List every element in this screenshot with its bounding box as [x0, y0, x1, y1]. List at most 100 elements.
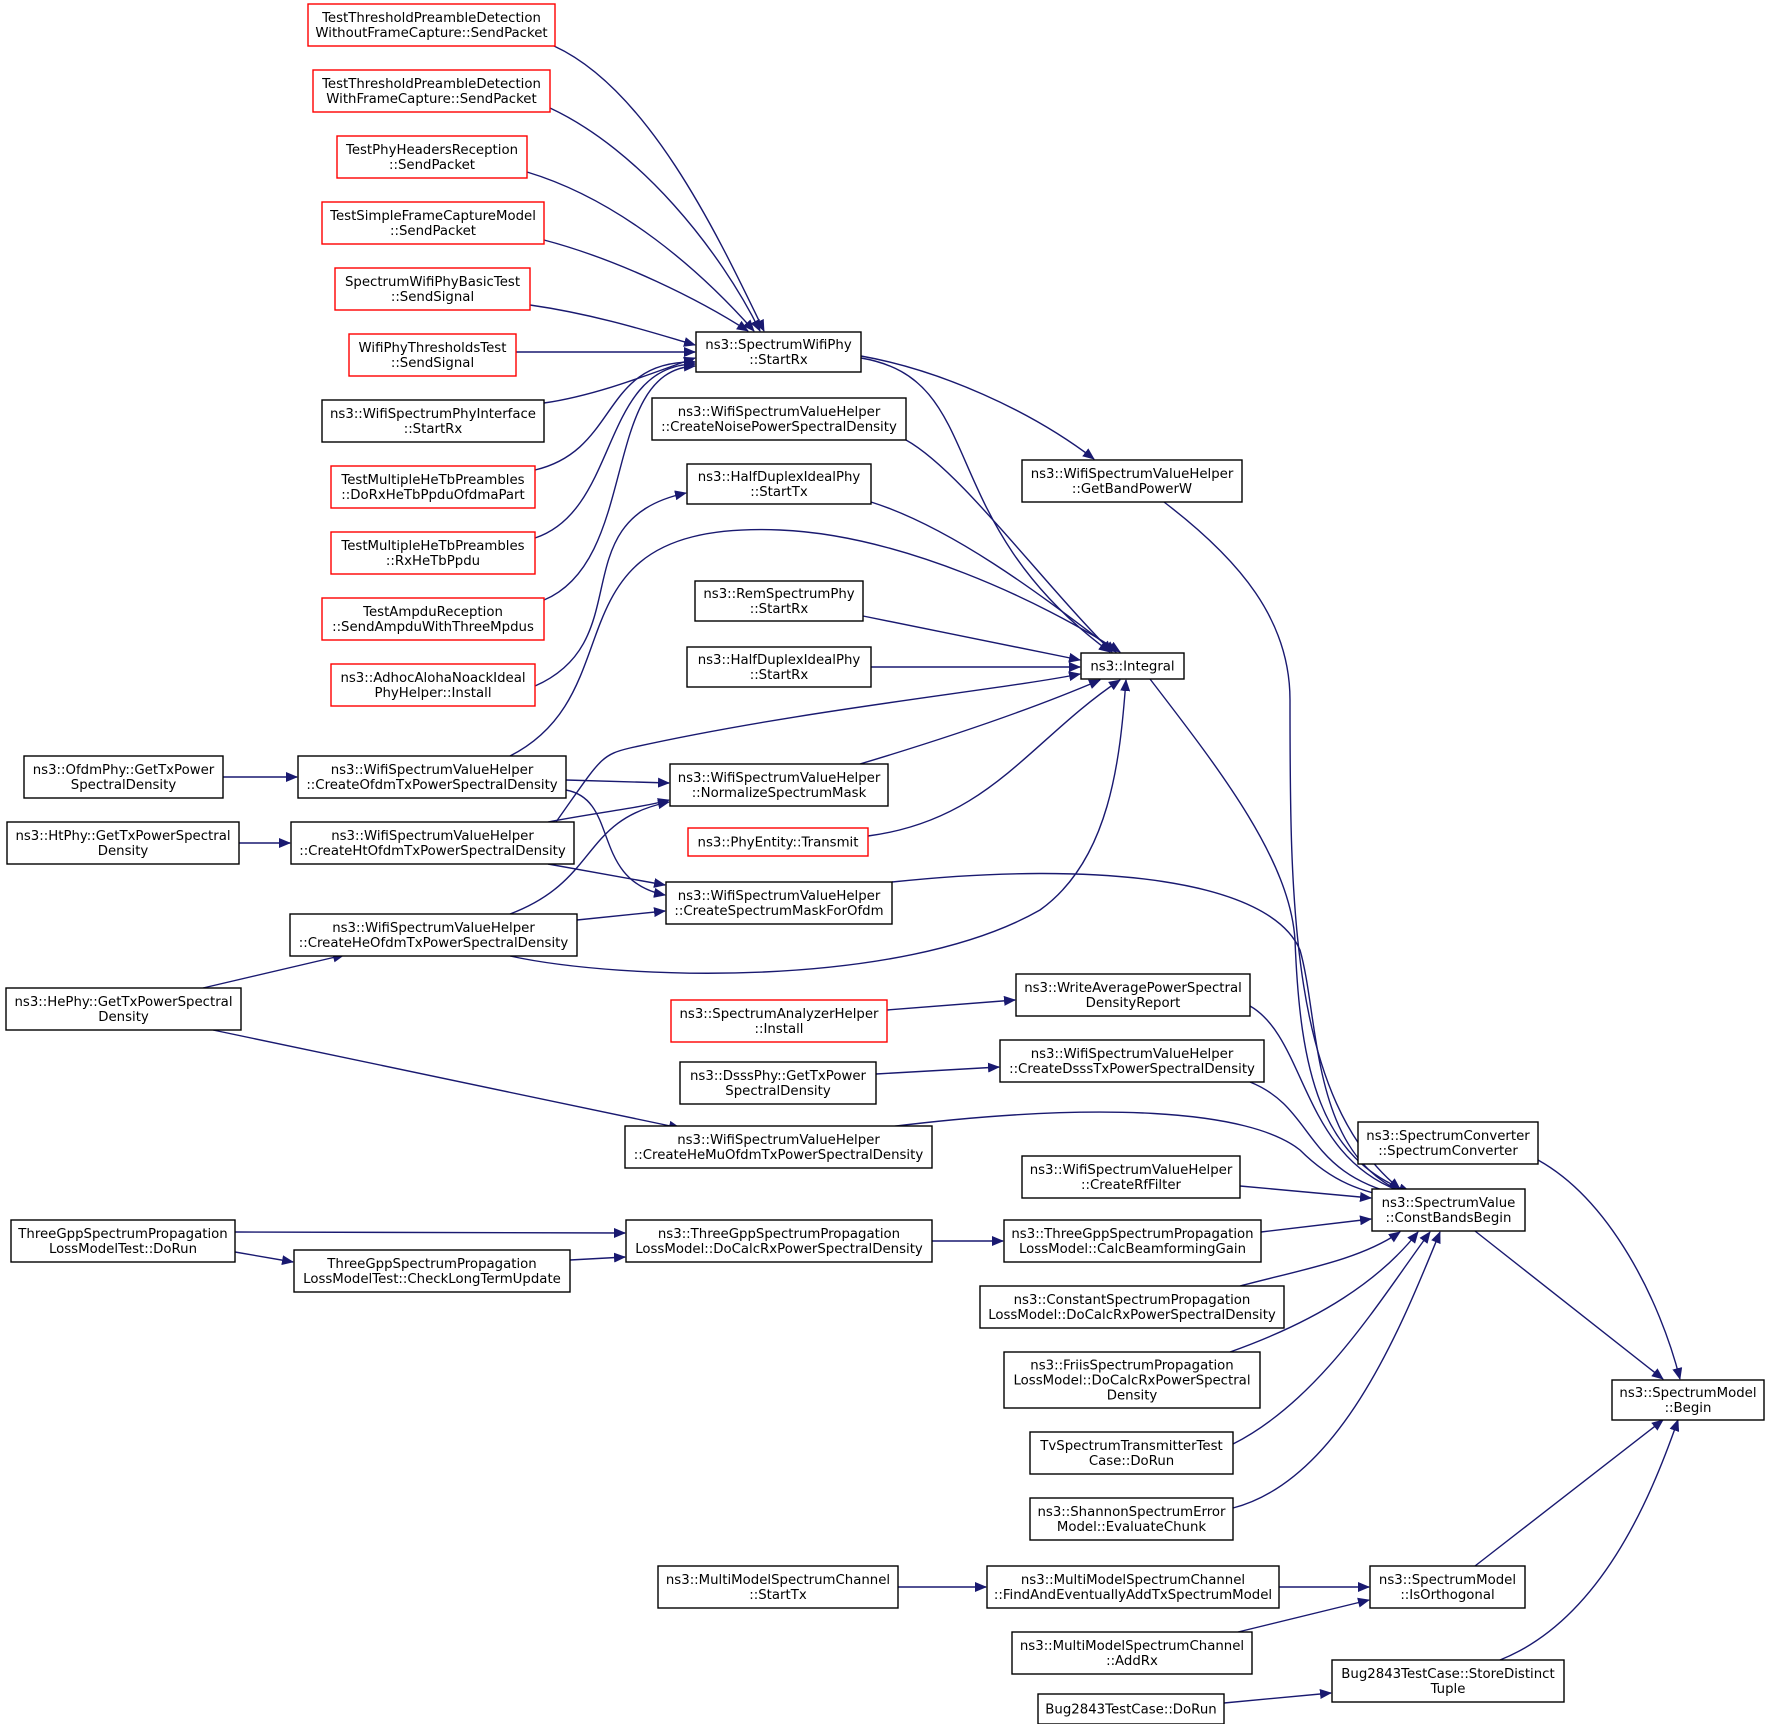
edge-line: [1474, 1230, 1664, 1380]
node-threegppspectrumpropagationlossmodeltest-dorun[interactable]: ThreeGppSpectrumPropagationLossModelTest…: [10, 1219, 236, 1263]
node-ns3-wifispectrumvaluehelper-createdssstxpowerspectraldensity[interactable]: ns3::WifiSpectrumValueHelper::CreateDsss…: [999, 1039, 1265, 1083]
node-ns3-writeaveragepowerspectraldensityreport[interactable]: ns3::WriteAveragePowerSpectralDensityRep…: [1015, 973, 1251, 1017]
node-bug2843testcase-dorun[interactable]: Bug2843TestCase::DoRun: [1037, 1693, 1225, 1724]
node-testthresholdpreambledetectionwithframecapture-sendpacket[interactable]: TestThresholdPreambleDetectionWithFrameC…: [312, 69, 551, 113]
node-label-line: ::CreateDsssTxPowerSpectralDensity: [1009, 1062, 1255, 1077]
node-ns3-multimodelspectrumchannel-starttx[interactable]: ns3::MultiModelSpectrumChannel::StartTx: [657, 1565, 899, 1609]
node-spectrumwifiphybasictest-sendsignal[interactable]: SpectrumWifiPhyBasicTest::SendSignal: [334, 267, 531, 311]
node-box: [669, 763, 889, 807]
node-ns3-spectrummodel-begin[interactable]: ns3::SpectrumModel::Begin: [1611, 1379, 1765, 1421]
node-ns3-adhocalohanoackidealphyhelper-install[interactable]: ns3::AdhocAlohaNoackIdealPhyHelper::Inst…: [330, 663, 536, 707]
edge-line: [1260, 1215, 1372, 1233]
node-label-line: ns3::WifiSpectrumValueHelper: [678, 771, 881, 786]
node-label-line: ns3::Integral: [1090, 660, 1174, 675]
node-box: [625, 1219, 933, 1263]
edge-n48-to-n41: [1499, 1419, 1680, 1661]
node-testmultiplehetbpreambles-rxhetbppdu[interactable]: TestMultipleHeTbPreambles::RxHeTbPpdu: [330, 531, 536, 575]
node-ns3-halfduplexidealphy-startrx[interactable]: ns3::HalfDuplexIdealPhy::StartRx: [686, 646, 872, 688]
node-ns3-wifispectrumvaluehelper-getbandpowerw[interactable]: ns3::WifiSpectrumValueHelper::GetBandPow…: [1021, 459, 1243, 503]
node-ns3-multimodelspectrumchannel-addrx[interactable]: ns3::MultiModelSpectrumChannel::AddRx: [1011, 1631, 1253, 1675]
node-label-line: ns3::SpectrumAnalyzerHelper: [679, 1007, 879, 1022]
node-ns3-multimodelspectrumchannel-findandeventuallyaddtxspectrummodel[interactable]: ns3::MultiModelSpectrumChannel::FindAndE…: [986, 1565, 1280, 1609]
node-label-line: ns3::HalfDuplexIdealPhy: [698, 653, 861, 668]
node-label-line: ns3::HalfDuplexIdealPhy: [698, 470, 861, 485]
node-ns3-friisspectrumpropagationlossmodel-docalcrxpowerspectraldensity[interactable]: ns3::FriisSpectrumPropagationLossModel::…: [1003, 1351, 1261, 1409]
node-ns3-wifispectrumphyinterface-startrx[interactable]: ns3::WifiSpectrumPhyInterface::StartRx: [321, 399, 545, 443]
edge-n34-to-n41: [1474, 1230, 1664, 1380]
node-ns3-integral[interactable]: ns3::Integral: [1080, 652, 1185, 680]
edge-n38-to-n36: [569, 1252, 626, 1263]
node-label-line: LossModel::DoCalcRxPowerSpectral: [1013, 1374, 1250, 1389]
node-label-line: ns3::ShannonSpectrumError: [1037, 1505, 1226, 1520]
edge-line: [565, 777, 670, 788]
node-testphyheadersreception-sendpacket[interactable]: TestPhyHeadersReception::SendPacket: [336, 135, 528, 179]
node-ns3-wifispectrumvaluehelper-createhemuofdmtxpowerspectraldensity[interactable]: ns3::WifiSpectrumValueHelper::CreateHeMu…: [624, 1125, 933, 1169]
edge-n23-to-n24: [547, 863, 666, 888]
node-label-line: ::AddRx: [1106, 1654, 1158, 1669]
node-ns3-spectrummodel-isorthogonal[interactable]: ns3::SpectrumModel::IsOrthogonal: [1369, 1565, 1526, 1609]
node-label-line: ::StartTx: [749, 1588, 807, 1603]
node-label-line: ::IsOrthogonal: [1400, 1588, 1494, 1603]
edge-n19-to-n24: [565, 789, 666, 898]
node-box: [307, 3, 556, 47]
node-label-line: TestThresholdPreambleDetection: [321, 77, 541, 92]
edge-n35-to-n38: [234, 1251, 294, 1266]
node-ns3-wifispectrumvaluehelper-normalizespectrummask[interactable]: ns3::WifiSpectrumValueHelper::NormalizeS…: [669, 763, 889, 807]
node-ns3-phyentity-transmit[interactable]: ns3::PhyEntity::Transmit: [687, 827, 869, 857]
node-label-line: ::Install: [755, 1022, 804, 1037]
node-ns3-wifispectrumvaluehelper-createhtofdmtxpowerspectraldensity[interactable]: ns3::WifiSpectrumValueHelper::CreateHtOf…: [290, 821, 575, 865]
node-ns3-wifispectrumvaluehelper-createheofdmtxpowerspectraldensity[interactable]: ns3::WifiSpectrumValueHelper::CreateHeOf…: [289, 913, 578, 957]
edge-line: [576, 907, 666, 921]
node-ns3-spectrumanalyzerhelper-install[interactable]: ns3::SpectrumAnalyzerHelper::Install: [670, 999, 888, 1043]
node-box: [10, 1219, 236, 1263]
edge-line: [879, 1111, 1416, 1205]
edge-line: [1239, 1185, 1372, 1202]
edge-line: [549, 107, 761, 332]
node-testmultiplehetbpreambles-dorxhetbppduofdmapart[interactable]: TestMultipleHeTbPreambles::DoRxHeTbPpduO…: [330, 465, 536, 509]
node-label-line: ns3::WifiSpectrumValueHelper: [1031, 467, 1234, 482]
node-label-line: ::SendSignal: [391, 356, 474, 371]
node-label-line: LossModel::DoCalcRxPowerSpectralDensity: [988, 1308, 1276, 1323]
node-label-line: ns3::ThreeGppSpectrumPropagation: [1011, 1227, 1253, 1242]
node-label-line: LossModelTest::CheckLongTermUpdate: [303, 1272, 561, 1287]
edge-n17-to-n34: [1149, 678, 1411, 1194]
node-ns3-threegppspectrumpropagationlossmodel-calcbeamforminggain[interactable]: ns3::ThreeGppSpectrumPropagationLossMode…: [1003, 1219, 1262, 1263]
node-wifiphythresholdstest-sendsignal[interactable]: WifiPhyThresholdsTest::SendSignal: [348, 333, 517, 377]
node-ns3-shannonspectrumerrormodel-evaluatechunk[interactable]: ns3::ShannonSpectrumErrorModel::Evaluate…: [1029, 1497, 1234, 1541]
node-box: [986, 1565, 1280, 1609]
node-ns3-remspectrumphy-startrx[interactable]: ns3::RemSpectrumPhy::StartRx: [694, 580, 864, 622]
node-box: [1369, 1565, 1526, 1609]
node-threegppspectrumpropagationlossmodeltest-checklongtermupdate[interactable]: ThreeGppSpectrumPropagationLossModelTest…: [293, 1249, 571, 1293]
node-ns3-wifispectrumvaluehelper-createofdmtxpowerspectraldensity[interactable]: ns3::WifiSpectrumValueHelper::CreateOfdm…: [297, 755, 567, 799]
node-ns3-spectrumvalue-constbandsbegin[interactable]: ns3::SpectrumValue::ConstBandsBegin: [1371, 1188, 1526, 1232]
node-testampdureception-sendampduwiththreempdus[interactable]: TestAmpduReception::SendAmpduWithThreeMp…: [321, 597, 545, 641]
node-ns3-halfduplexidealphy-starttx[interactable]: ns3::HalfDuplexIdealPhy::StartTx: [686, 463, 872, 505]
node-testthresholdpreambledetectionwithoutframecapture-sendpacket[interactable]: TestThresholdPreambleDetectionWithoutFra…: [307, 3, 556, 47]
node-label-line: ns3::AdhocAlohaNoackIdeal: [340, 671, 525, 686]
node-label-line: ns3::WifiSpectrumPhyInterface: [330, 407, 536, 422]
node-testsimpleframecapturemodel-sendpacket[interactable]: TestSimpleFrameCaptureModel::SendPacket: [321, 201, 545, 245]
node-label-line: TestThresholdPreambleDetection: [321, 11, 541, 26]
edge-line: [1474, 1419, 1664, 1567]
node-ns3-wifispectrumvaluehelper-createrffilter[interactable]: ns3::WifiSpectrumValueHelper::CreateRfFi…: [1021, 1155, 1241, 1199]
edge-n9-to-n11: [543, 361, 696, 601]
edge-line: [886, 995, 1016, 1011]
node-label-line: Bug2843TestCase::DoRun: [1045, 1703, 1216, 1718]
node-ns3-spectrumwifiphy-startrx[interactable]: ns3::SpectrumWifiPhy::StartRx: [695, 331, 862, 373]
node-ns3-threegppspectrumpropagationlossmodel-docalcrxpowerspectraldensity[interactable]: ns3::ThreeGppSpectrumPropagationLossMode…: [625, 1219, 933, 1263]
node-box: [651, 397, 907, 441]
node-ns3-wifispectrumvaluehelper-createnoisepowerspectraldensity[interactable]: ns3::WifiSpectrumValueHelper::CreateNois…: [651, 397, 907, 441]
node-box: [999, 1039, 1265, 1083]
node-ns3-spectrumconverter-spectrumconverter[interactable]: ns3::SpectrumConverter::SpectrumConverte…: [1357, 1121, 1539, 1165]
node-label-line: ::SendPacket: [390, 224, 476, 239]
node-label-line: TvSpectrumTransmitterTest: [1039, 1439, 1222, 1454]
node-ns3-wifispectrumvaluehelper-createspectrummaskforofdm[interactable]: ns3::WifiSpectrumValueHelper::CreateSpec…: [665, 881, 893, 925]
edge-line: [1249, 1005, 1421, 1200]
node-ns3-constantspectrumpropagationlossmodel-docalcrxpowerspectraldensity[interactable]: ns3::ConstantSpectrumPropagationLossMode…: [979, 1285, 1285, 1329]
